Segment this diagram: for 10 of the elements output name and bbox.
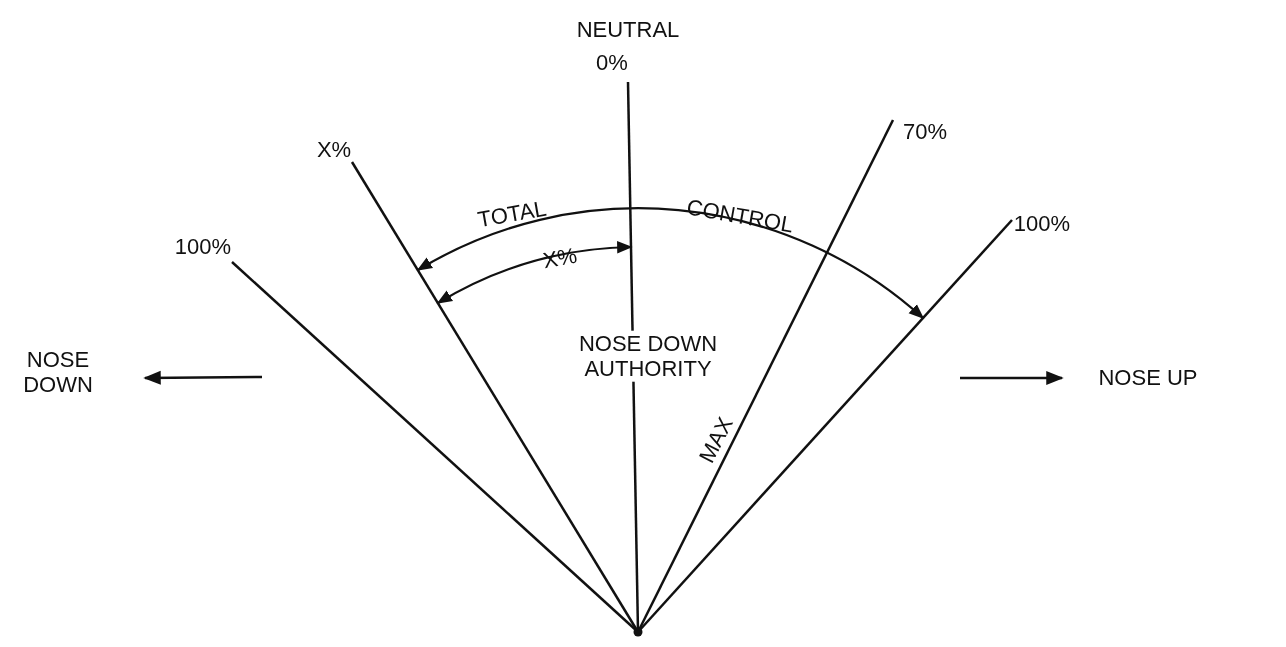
percent-label: 100%: [1013, 211, 1071, 237]
limit-label: MAX: [693, 413, 739, 467]
percent-label: 100%: [174, 234, 232, 260]
percent-label: 0%: [596, 50, 628, 76]
direction-label: NOSE UP: [1098, 365, 1198, 391]
direction-label: NOSE DOWN: [22, 346, 94, 398]
axis-label: NEUTRAL: [576, 17, 680, 43]
percent-label: X%: [316, 137, 352, 163]
arc-label: TOTAL: [475, 195, 549, 233]
percent-label: 70%: [903, 119, 947, 145]
